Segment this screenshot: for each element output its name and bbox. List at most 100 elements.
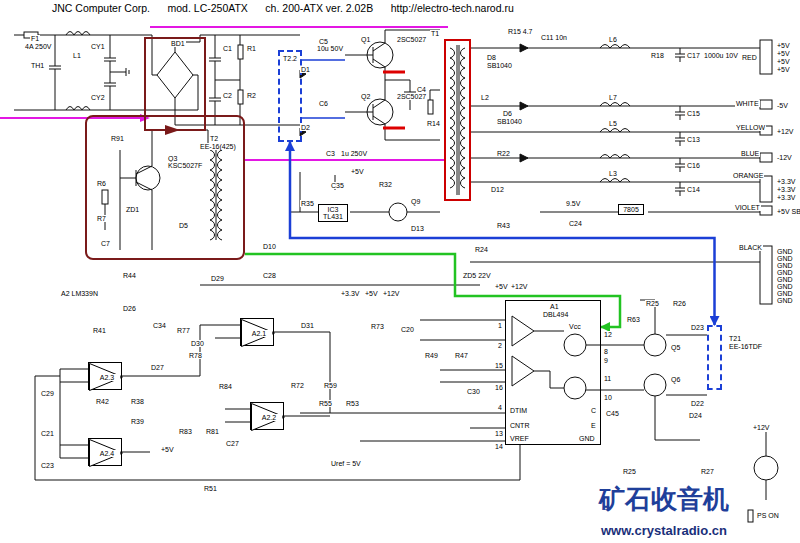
part-label: 1000u 10V (703, 52, 739, 59)
part-label: GND (776, 248, 794, 255)
part-label: EE-16(425) (199, 143, 237, 150)
part-label: D26 (122, 305, 137, 312)
highlight-line (300, 60, 345, 118)
part-label: D10 (262, 243, 277, 250)
part-label: 2SC5027 (396, 93, 427, 100)
part-label: GND (776, 290, 794, 297)
driver-frame: T2.2 (278, 50, 302, 142)
part-label: BLACK (738, 244, 763, 251)
part-label: D22 (690, 400, 705, 407)
part-label: +5V (160, 446, 175, 453)
part-label: R35 (300, 200, 315, 207)
part-label: R81 (205, 428, 220, 435)
part-label: +3.3V (340, 290, 361, 297)
part-label: 7805 (622, 206, 640, 213)
part-label: R44 (122, 272, 137, 279)
wire (457, 45, 459, 195)
part-label: ZD5 22V (462, 272, 492, 279)
wire (105, 130, 208, 250)
wire (102, 190, 108, 204)
part-label: Uref = 5V (330, 460, 362, 467)
part-label: R18 (650, 52, 665, 59)
part-label: C27 (225, 440, 240, 447)
part-label: R43 (496, 222, 511, 229)
wire (238, 45, 243, 59)
wire (122, 325, 330, 452)
part-label: D8 (486, 54, 497, 61)
connector-group (245, 142, 715, 327)
part-label: +5V (776, 66, 791, 73)
part-label: C17 (686, 52, 701, 59)
wire (238, 90, 243, 104)
part-label: F1 (30, 35, 40, 42)
part-label: R78 (188, 352, 203, 359)
part-label: +5V SB (776, 208, 800, 215)
wire (644, 334, 666, 356)
standby-circuit-frame: Q3KSC5027FT2EE-16(425) (85, 115, 245, 260)
part-label: -12V (776, 154, 793, 161)
part-label: C13 (686, 136, 701, 143)
part-label: C (590, 407, 597, 414)
part-label: DTIM (509, 407, 528, 414)
part-label: 10 (603, 394, 613, 401)
part-label: R59 (323, 382, 338, 389)
wire (240, 35, 241, 125)
part-label: +5V (350, 168, 365, 175)
part-label: R73 (370, 323, 385, 330)
part-label: T21 (728, 335, 742, 342)
wire (760, 153, 772, 162)
part-label: GND (776, 283, 794, 290)
part-label: R24 (474, 246, 489, 253)
part-label: C29 (40, 390, 55, 397)
part-label: R15 4.7 (507, 28, 534, 35)
wire (600, 300, 707, 440)
wire (564, 334, 586, 356)
part-label: L2 (480, 94, 490, 101)
part-label: R26 (672, 300, 687, 307)
part-label: +12V (776, 128, 795, 135)
highlight-line (445, 40, 470, 200)
part-label: L7 (608, 94, 618, 101)
part-label: Q5 (670, 344, 681, 351)
part-label: C3 (325, 150, 336, 157)
part-label: C21 (40, 430, 55, 437)
part-label: R41 (92, 327, 107, 334)
part-label: GND (578, 435, 596, 442)
part-label: +5V (776, 42, 791, 49)
part-label: C7 (100, 240, 111, 247)
wire (534, 331, 600, 390)
comparator-triangle: A2.3 (88, 362, 122, 390)
part-label: R83 (178, 428, 193, 435)
part-label: R6 (96, 180, 107, 187)
part-label: R1 (246, 45, 257, 52)
wire (450, 48, 455, 188)
wire (748, 510, 753, 522)
part-label: 11 (603, 375, 612, 382)
part-label: +5V (364, 290, 379, 297)
signal-arrow (290, 142, 715, 325)
part-label: 4 (497, 404, 503, 411)
highlight-line (0, 27, 470, 200)
part-label: GND (776, 269, 794, 276)
part-label: L1 (72, 52, 82, 59)
part-label: C20 (400, 326, 415, 333)
part-label: A2.2 (256, 414, 282, 421)
signal-arrow (245, 254, 620, 327)
part-label: Q3 (167, 155, 178, 162)
highlight-line (155, 129, 166, 131)
wire (290, 172, 440, 212)
part-label: L6 (608, 36, 618, 43)
part-label: L5 (608, 120, 618, 127)
wire (157, 52, 193, 98)
part-label: R84 (218, 383, 233, 390)
part-label: D27 (150, 364, 165, 371)
part-label: R25 (622, 468, 637, 475)
part-label: C6 (318, 100, 329, 107)
part-label: Q9 (410, 198, 421, 205)
wire (512, 316, 534, 346)
part-label: D30 (190, 340, 205, 347)
part-label: R47 (454, 352, 469, 359)
part-label: R91 (110, 135, 125, 142)
ic-box: IC3TL431 (318, 204, 348, 222)
wire (520, 44, 528, 52)
